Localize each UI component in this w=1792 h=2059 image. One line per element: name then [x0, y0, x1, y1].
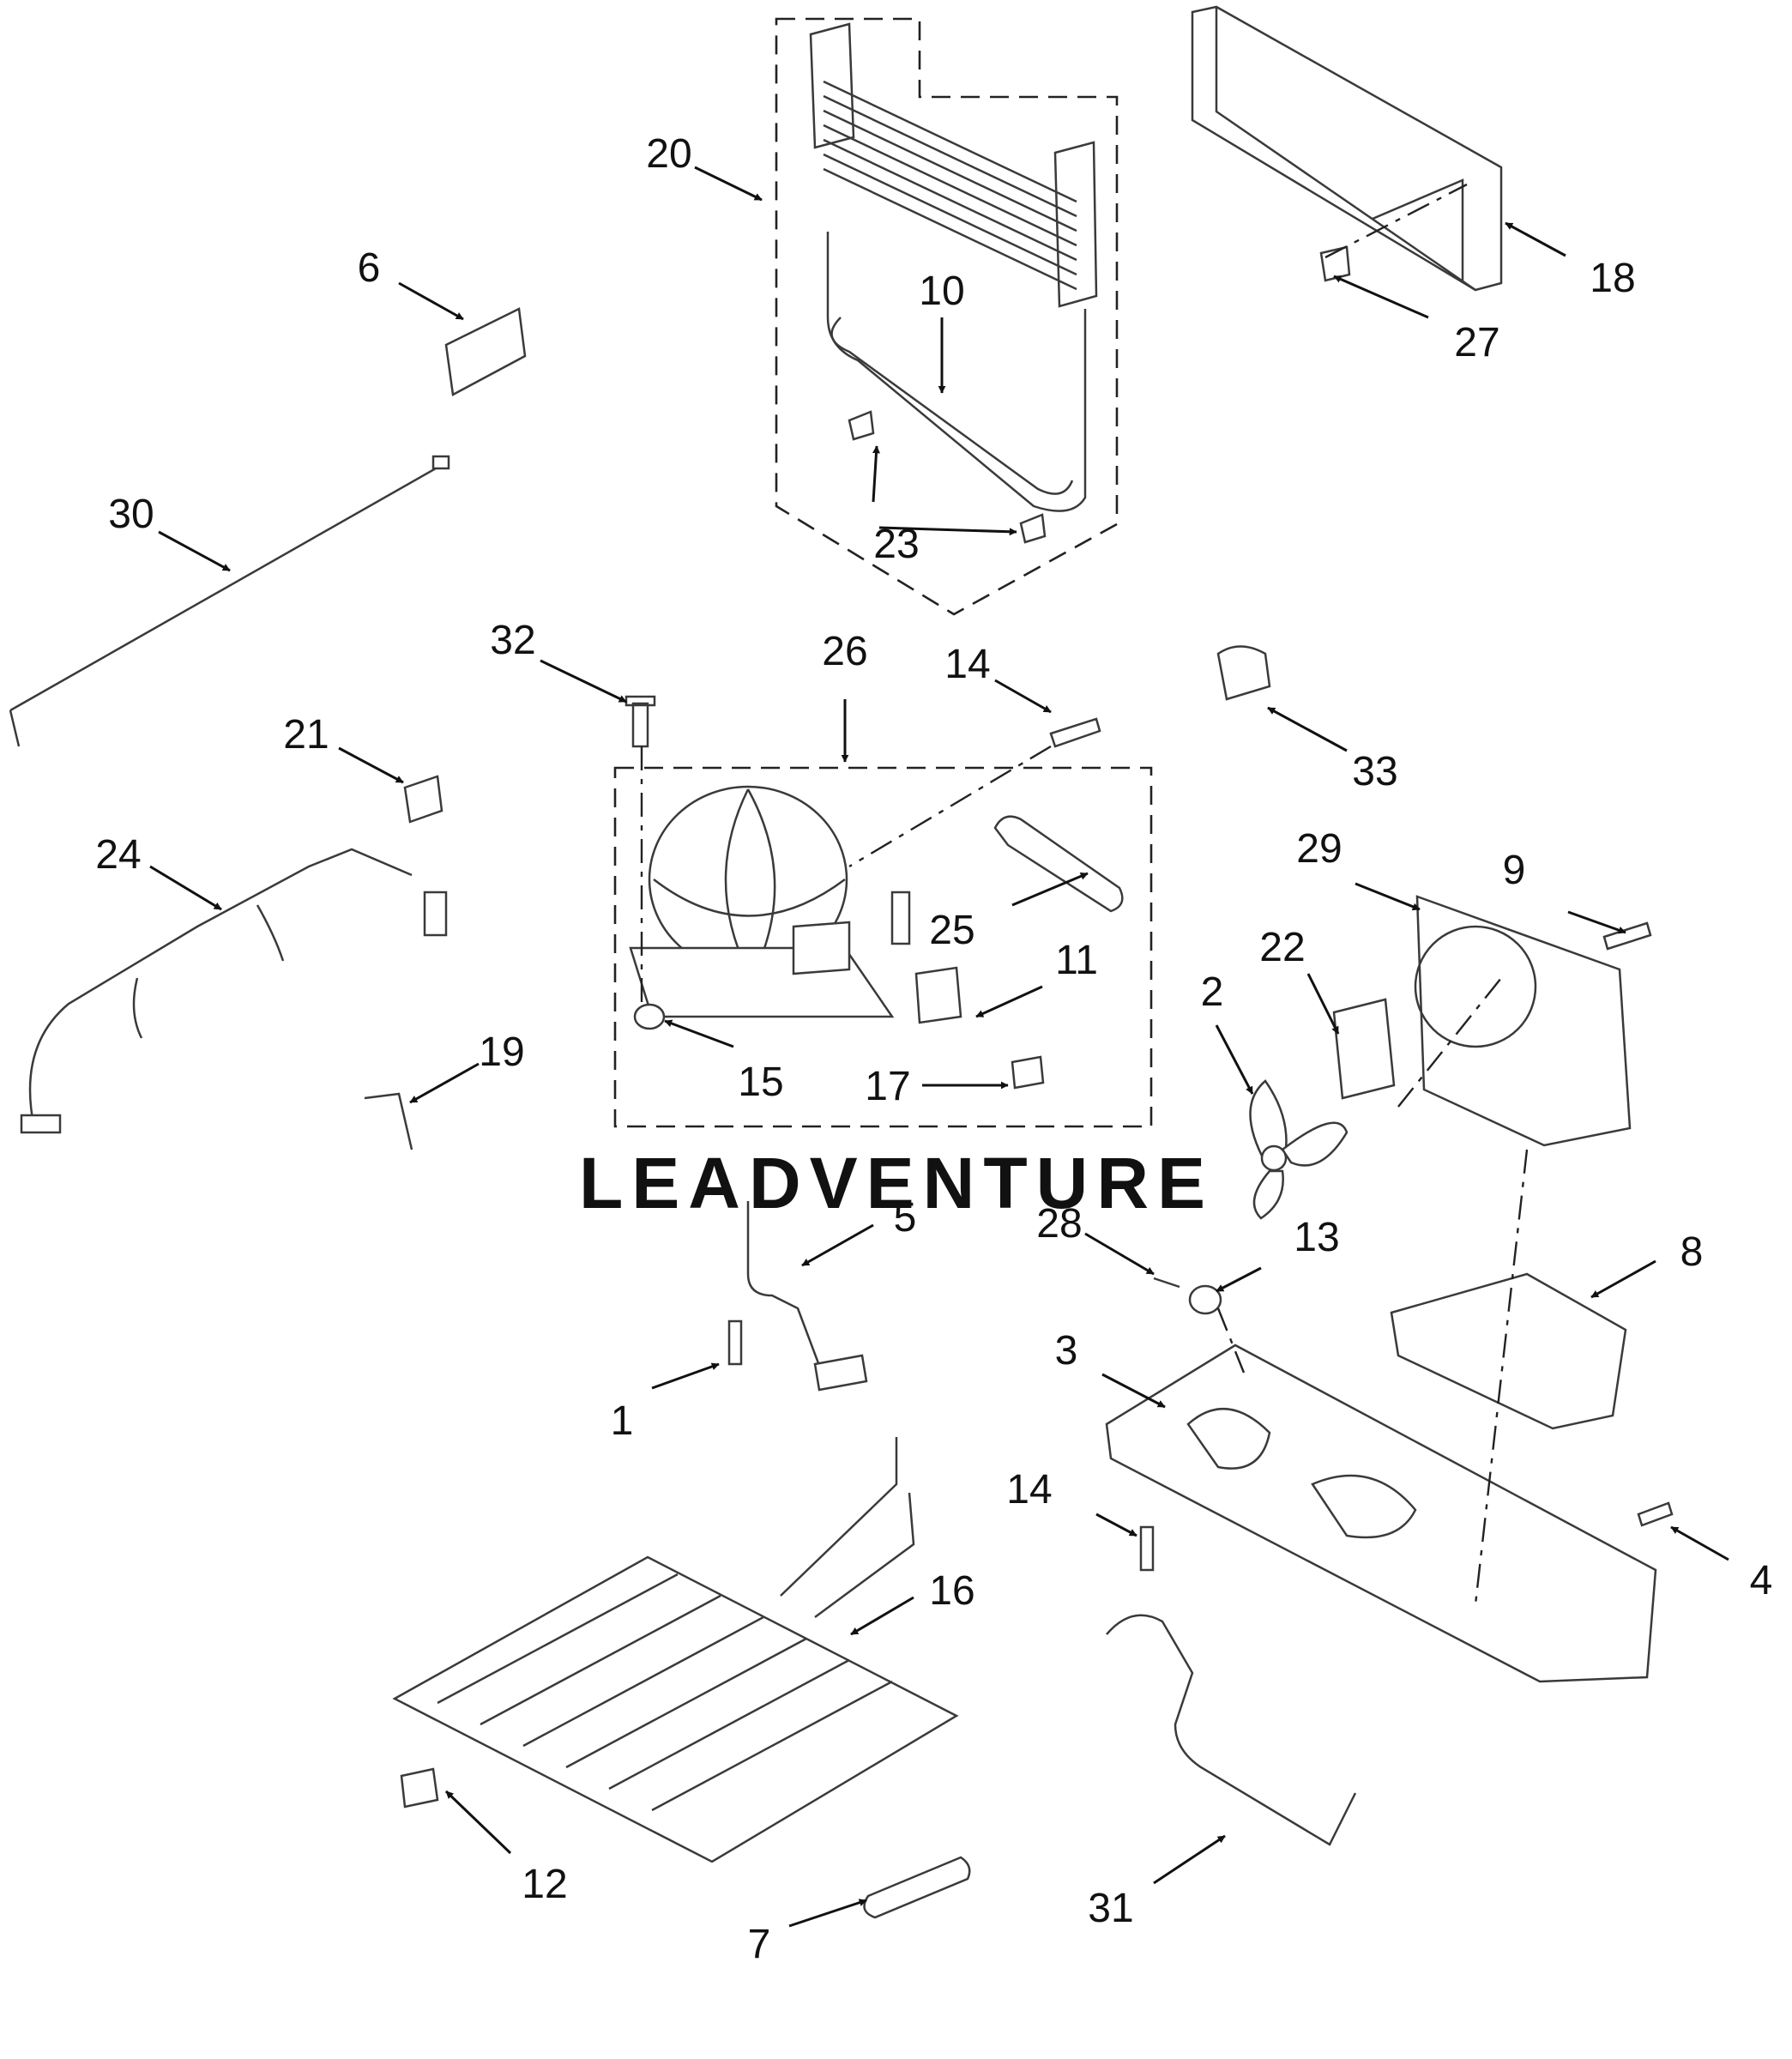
callout-24: 24 — [95, 832, 141, 878]
callout-17: 17 — [865, 1064, 910, 1109]
callout-5: 5 — [894, 1195, 917, 1241]
watermark: LEADVENTURE — [579, 1143, 1214, 1223]
screw-14-bottom — [1139, 1525, 1155, 1572]
callout-13: 13 — [1294, 1215, 1339, 1260]
bolt-14-top — [1049, 717, 1101, 748]
tube-31 — [1106, 1614, 1357, 1846]
clip-33 — [1216, 645, 1271, 701]
callout-30: 30 — [108, 492, 154, 537]
fan-motor — [1332, 998, 1396, 1100]
callout-labels: 20 10 23 18 27 6 30 32 26 14 33 21 24 25… — [95, 131, 1772, 1967]
callout-27: 27 — [1454, 320, 1499, 365]
compressor — [629, 785, 911, 1018]
callout-21: 21 — [283, 712, 329, 758]
screw-1 — [727, 1319, 743, 1366]
cabinet-panel — [1191, 5, 1503, 292]
wire-19 — [364, 1092, 413, 1150]
alignment-lines — [640, 183, 1529, 1605]
callout-29: 29 — [1296, 826, 1342, 872]
sleeve-7 — [863, 1856, 971, 1919]
callout-11: 11 — [1055, 938, 1098, 983]
callout-26: 26 — [822, 629, 867, 674]
callout-7: 7 — [748, 1922, 771, 1967]
callout-8: 8 — [1680, 1229, 1704, 1275]
callout-20: 20 — [646, 131, 691, 177]
fan-blade — [1249, 1079, 1349, 1220]
callout-25: 25 — [929, 908, 974, 953]
drain-tube-end — [813, 1354, 868, 1392]
start-relay — [914, 966, 962, 1024]
drier — [993, 815, 1124, 913]
callout-22: 22 — [1259, 925, 1305, 970]
callout-31: 31 — [1088, 1886, 1133, 1931]
callout-16: 16 — [929, 1568, 974, 1614]
callout-3: 3 — [1055, 1328, 1078, 1374]
compressor-assembly-boundary — [613, 766, 1153, 1128]
callout-4: 4 — [1750, 1558, 1773, 1603]
callout-18: 18 — [1590, 256, 1635, 301]
callout-10: 10 — [919, 269, 964, 314]
pin-28 — [1153, 1277, 1180, 1289]
clip-12 — [400, 1767, 439, 1808]
callout-6: 6 — [358, 245, 381, 291]
wire-harness-30 — [9, 455, 450, 747]
base-plate — [1105, 1343, 1657, 1683]
callout-12: 12 — [522, 1862, 567, 1907]
callout-33: 33 — [1352, 749, 1397, 794]
fan-shroud — [1414, 895, 1632, 1147]
evaporator-coil — [392, 1437, 959, 1863]
callout-14-top: 14 — [944, 642, 990, 687]
condenser-assembly-boundary — [775, 17, 1119, 616]
condenser-coil — [809, 22, 1098, 544]
callout-19: 19 — [479, 1030, 524, 1075]
callout-23: 23 — [873, 522, 919, 567]
wire-harness-24 — [20, 848, 448, 1134]
grommet-13 — [1188, 1284, 1222, 1315]
callout-28: 28 — [1036, 1201, 1082, 1247]
clip-21 — [403, 775, 443, 824]
callout-15: 15 — [738, 1060, 783, 1105]
leader-lines — [149, 166, 1729, 1928]
callout-32: 32 — [490, 618, 535, 663]
capacitor — [1011, 1055, 1045, 1090]
callout-14-bottom: 14 — [1006, 1467, 1052, 1513]
screw-32 — [624, 695, 656, 748]
callout-1: 1 — [611, 1398, 634, 1444]
control-board — [444, 307, 527, 396]
screw-9 — [1602, 921, 1652, 951]
callout-2: 2 — [1201, 969, 1224, 1015]
grommet — [633, 1003, 666, 1030]
bolt-4 — [1637, 1501, 1674, 1527]
bracket-8 — [1390, 1272, 1627, 1430]
drain-tube — [746, 1201, 825, 1378]
callout-9: 9 — [1503, 848, 1526, 893]
